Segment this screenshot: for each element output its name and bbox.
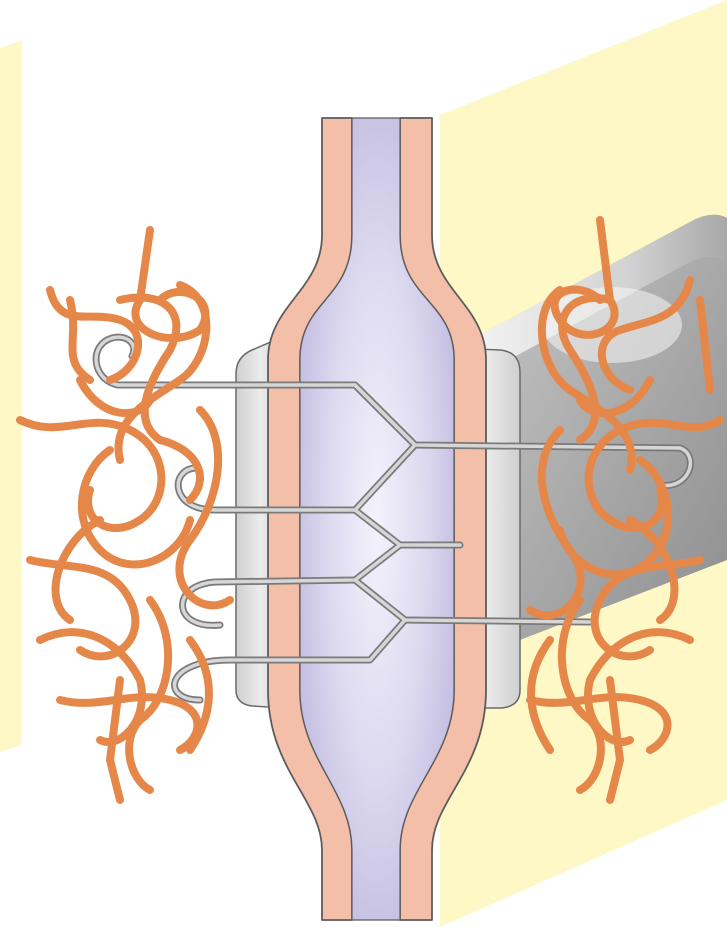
left-fiber-mesh [20, 230, 230, 800]
left-tissue-panel [0, 40, 22, 752]
